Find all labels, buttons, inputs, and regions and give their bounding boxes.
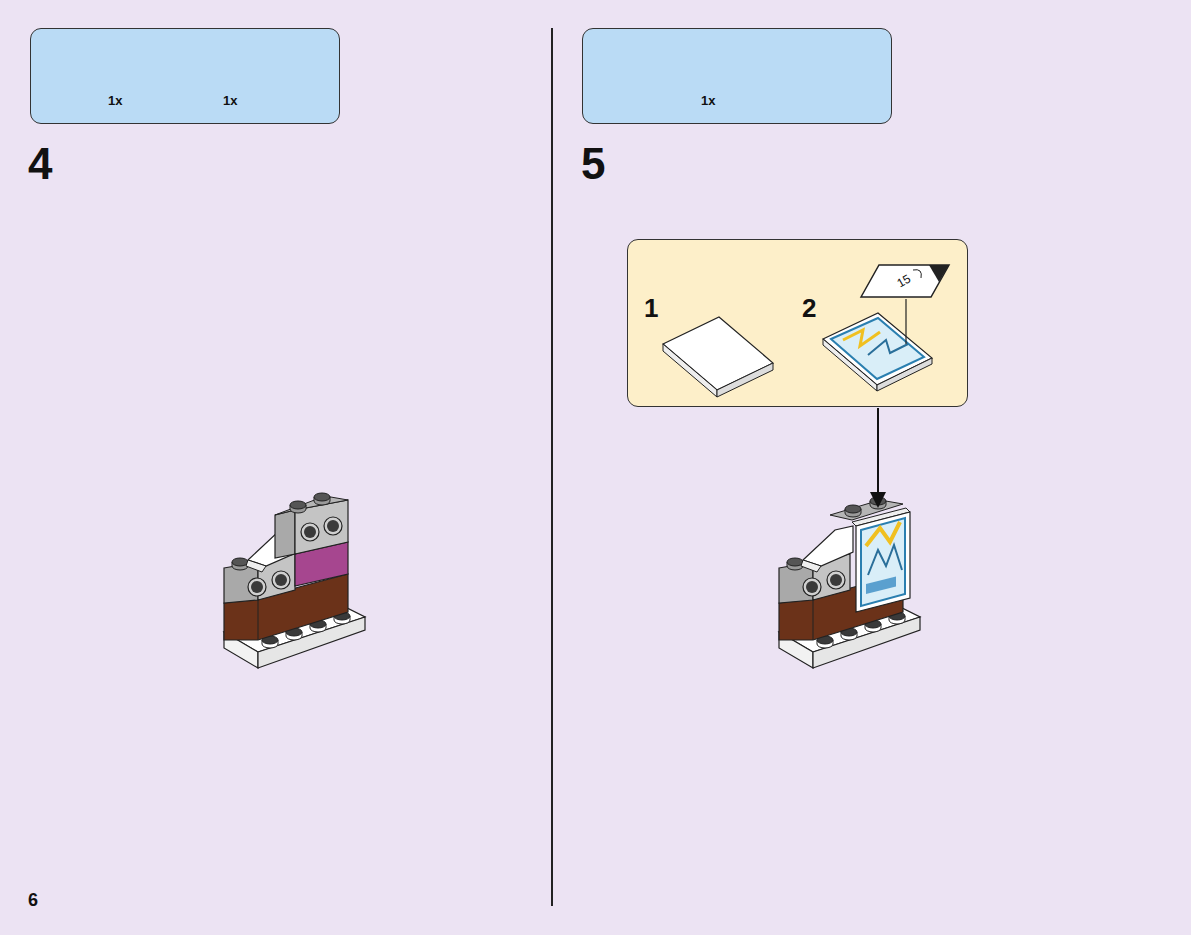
step-number: 5 (581, 142, 605, 186)
substep-number: 1 (644, 295, 658, 321)
part-quantity: 1x (108, 94, 122, 107)
parts-callout: 1x 1x (30, 28, 340, 124)
step-number: 4 (28, 142, 52, 186)
sticker-sheet: 15 (859, 264, 951, 300)
substep-number: 2 (802, 295, 816, 321)
page-number: 6 (28, 891, 38, 909)
subassembly-box: 1 2 15 (627, 239, 968, 407)
part-quantity: 1x (223, 94, 237, 107)
parts-callout: 1x (582, 28, 892, 124)
part-quantity: 1x (701, 94, 715, 107)
